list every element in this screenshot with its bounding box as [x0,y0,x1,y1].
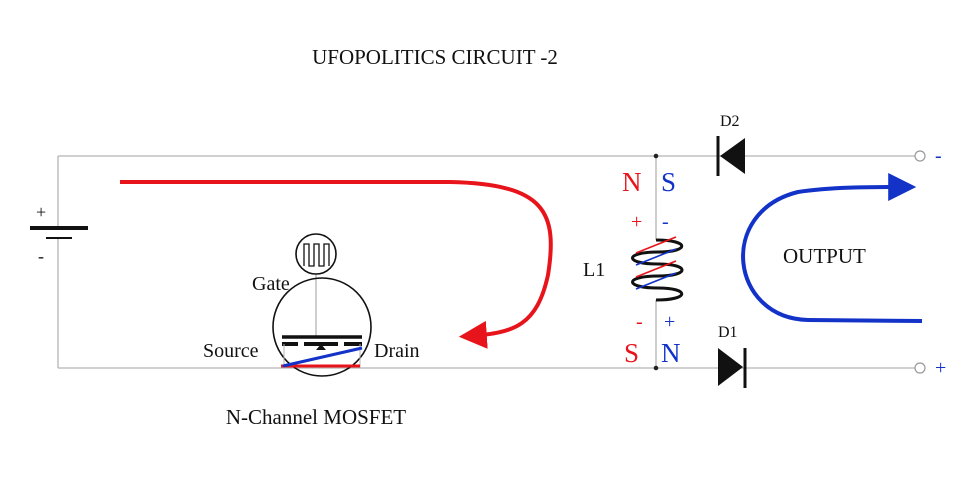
diode-d1-label: D1 [718,324,738,341]
coil-sign-top-left: + [631,211,642,233]
coil-sign-top-right: - [662,211,669,233]
coil-pole-top-left: N [622,167,642,197]
circuit-wires [57,155,915,369]
output-terminal-bottom [914,362,926,374]
output-terminal-bottom-sign: + [935,357,946,379]
diagram-title: UFOPOLITICS CIRCUIT -2 [312,45,558,69]
coil-l1-symbol [631,236,684,302]
mosfet-symbol [272,233,372,377]
mosfet-drain-label: Drain [374,340,420,362]
coil-pole-top-right: S [661,167,676,197]
coil-label: L1 [583,259,605,281]
diode-d1-symbol [718,348,747,388]
battery-plus-sign: + [36,202,46,222]
mosfet-source-label: Source [203,340,259,362]
junction-dot-bottom [653,365,659,371]
output-terminal-top-sign: - [935,145,942,167]
diode-d2-symbol [716,136,745,176]
mosfet-caption: N-Channel MOSFET [226,405,406,429]
output-label: OUTPUT [783,244,866,268]
red-current-arrow [120,180,553,349]
diode-d2-label: D2 [720,113,740,130]
coil-sign-bottom-left: - [636,311,643,333]
output-terminal-top [914,150,926,162]
mosfet-gate-label: Gate [252,273,290,295]
coil-sign-bottom-right: + [664,311,675,333]
blue-output-arrow [741,173,923,323]
coil-pole-bottom-right: N [661,338,681,368]
battery-symbol [30,226,88,239]
battery-minus-sign: - [38,246,44,266]
coil-pole-bottom-left: S [624,338,639,368]
junction-dot-top [653,153,659,159]
